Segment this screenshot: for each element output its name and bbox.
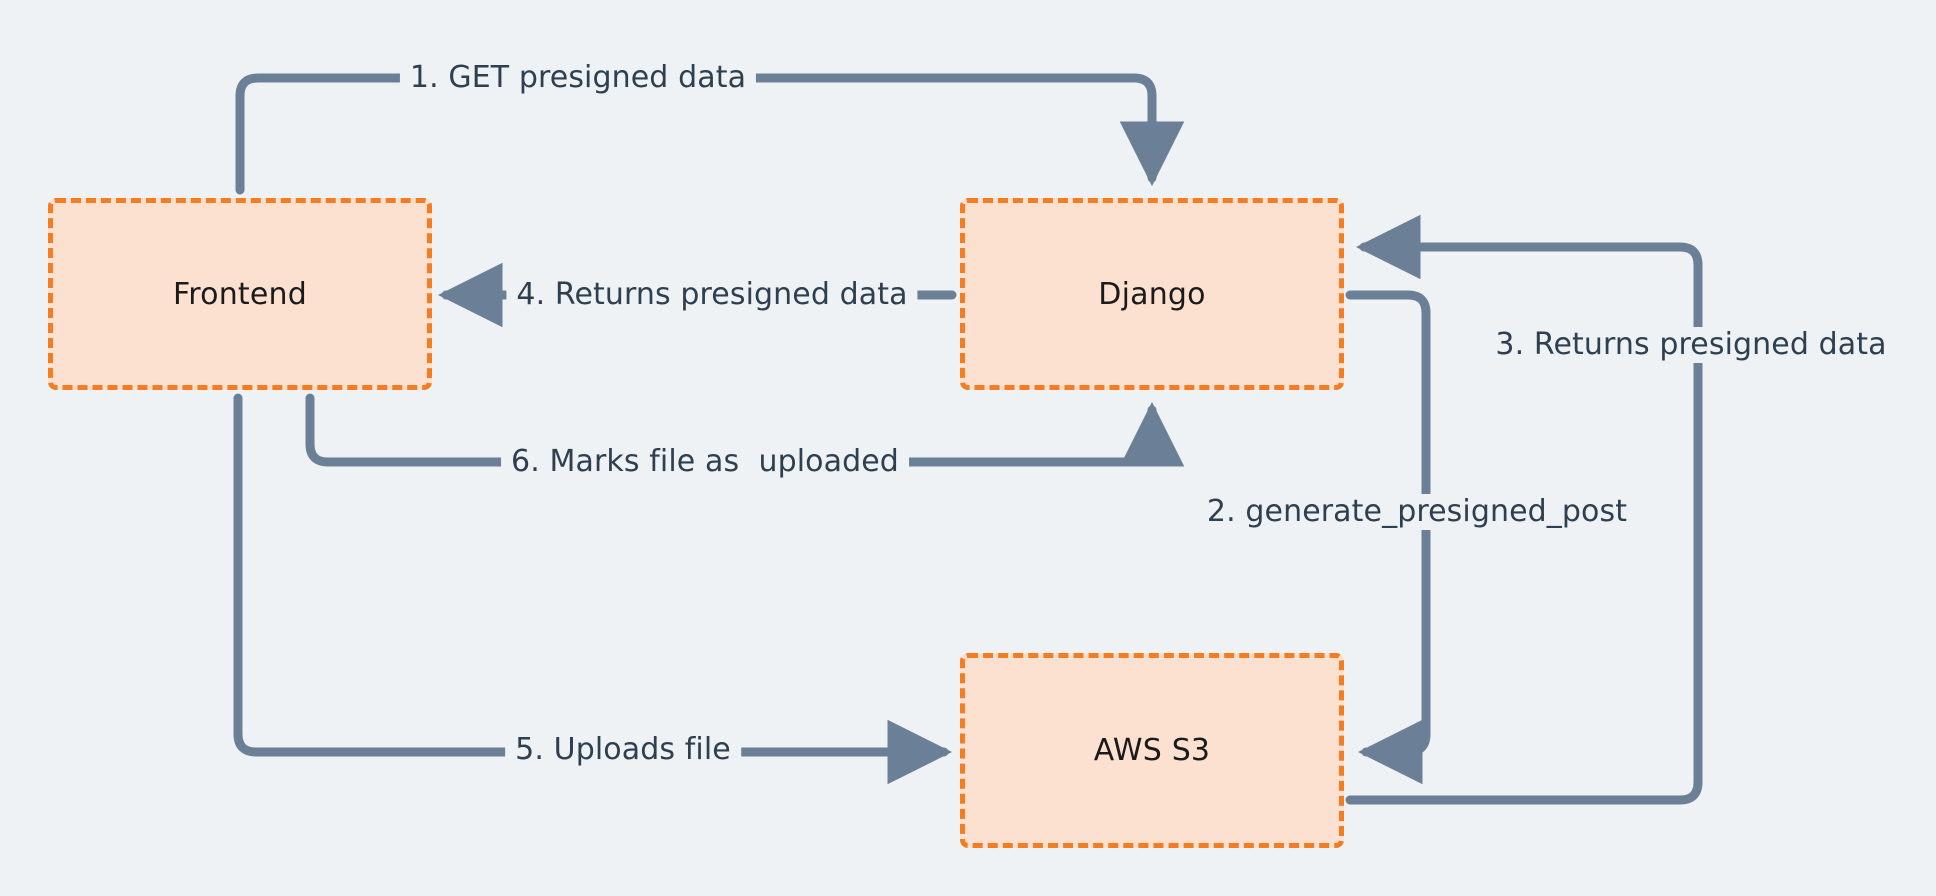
node-aws-s3[interactable]: AWS S3 (960, 653, 1344, 848)
node-django-label: Django (1098, 276, 1206, 312)
edge-label-4: 4. Returns presigned data (506, 277, 918, 313)
edge-label-5: 5. Uploads file (505, 732, 741, 768)
edge-label-6: 6. Marks file as uploaded (501, 444, 909, 480)
edge-label-3: 3. Returns presigned data (1485, 327, 1897, 363)
node-frontend-label: Frontend (173, 276, 307, 312)
node-django[interactable]: Django (960, 198, 1344, 390)
edge-5-path (233, 393, 953, 785)
node-frontend[interactable]: Frontend (48, 198, 432, 390)
edge-label-1: 1. GET presigned data (399, 60, 757, 96)
node-aws-s3-label: AWS S3 (1093, 733, 1211, 768)
edge-3-path (1345, 214, 1703, 805)
edge-label-2: 2. generate_presigned_post (1196, 494, 1638, 530)
